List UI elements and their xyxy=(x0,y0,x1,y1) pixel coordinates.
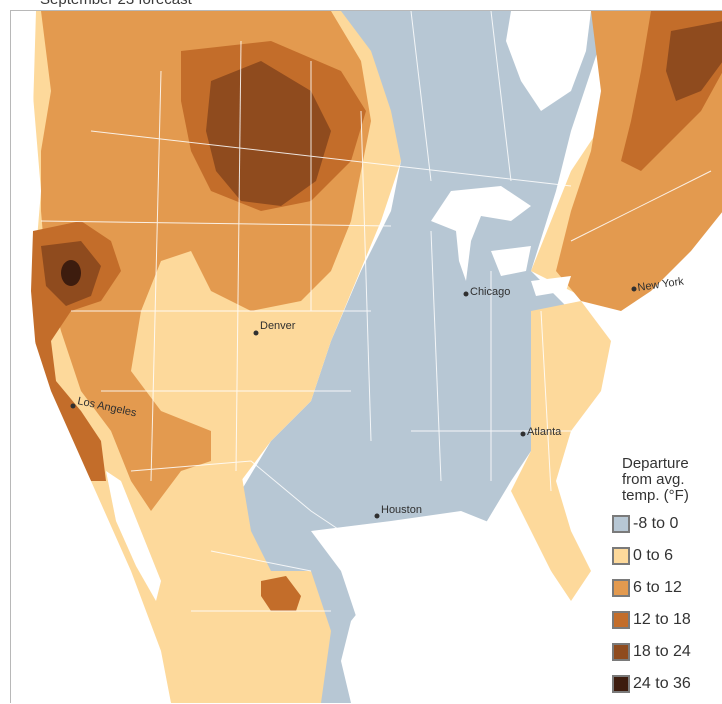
city-denver: Denver xyxy=(253,320,296,336)
legend-swatch xyxy=(612,515,630,533)
city-houston: Houston xyxy=(374,504,422,519)
legend-label: -8 to 0 xyxy=(633,515,679,532)
city-atlanta: Atlanta xyxy=(520,426,562,438)
legend-item: 18 to 24 xyxy=(612,640,720,664)
legend-swatch xyxy=(612,547,630,565)
city-marker xyxy=(253,330,259,336)
boundaries xyxy=(40,11,712,612)
hudson-bay xyxy=(506,11,591,111)
region-very-hot-montana xyxy=(206,61,331,206)
legend-label: 18 to 24 xyxy=(633,643,691,660)
city-marker xyxy=(463,291,469,297)
city-chicago: Chicago xyxy=(463,286,510,298)
region-very-hot-northeast xyxy=(666,21,722,101)
city-marker xyxy=(520,431,526,437)
legend-swatch xyxy=(612,579,630,597)
legend-item: 6 to 12 xyxy=(612,576,720,600)
city-label: Atlanta xyxy=(527,426,562,438)
region-hot-mexico xyxy=(261,576,301,611)
legend-item: 24 to 36 xyxy=(612,672,720,696)
legend-label: 12 to 18 xyxy=(633,611,691,628)
legend-item: 12 to 18 xyxy=(612,608,720,632)
great-lakes xyxy=(431,186,571,296)
city-label: Denver xyxy=(260,320,296,332)
city-label: Chicago xyxy=(470,286,510,298)
legend-swatch xyxy=(612,643,630,661)
legend: Departure from avg. temp. (°F) -8 to 0 0… xyxy=(612,456,720,704)
legend-swatch xyxy=(612,675,630,693)
city-marker xyxy=(70,403,76,409)
gulf-of-california xyxy=(106,471,161,601)
region-slightly-warm-mexico xyxy=(151,471,331,703)
legend-item: 0 to 6 xyxy=(612,544,720,568)
city-label: Houston xyxy=(381,504,422,516)
city-marker xyxy=(631,286,637,292)
legend-title: Departure from avg. temp. (°F) xyxy=(622,455,689,504)
region-slightly-warm-southeast xyxy=(511,301,611,601)
gulf-of-mexico xyxy=(311,511,571,671)
legend-label: 6 to 12 xyxy=(633,579,682,596)
legend-label: 24 to 36 xyxy=(633,675,691,692)
region-extreme-nevada xyxy=(61,260,81,286)
legend-item: -8 to 0 xyxy=(612,512,720,536)
legend-label: 0 to 6 xyxy=(633,547,674,564)
map-title: September 23 forecast xyxy=(40,0,192,8)
legend-swatch xyxy=(612,611,630,629)
city-marker xyxy=(374,513,380,519)
pacific-ocean xyxy=(11,11,171,703)
